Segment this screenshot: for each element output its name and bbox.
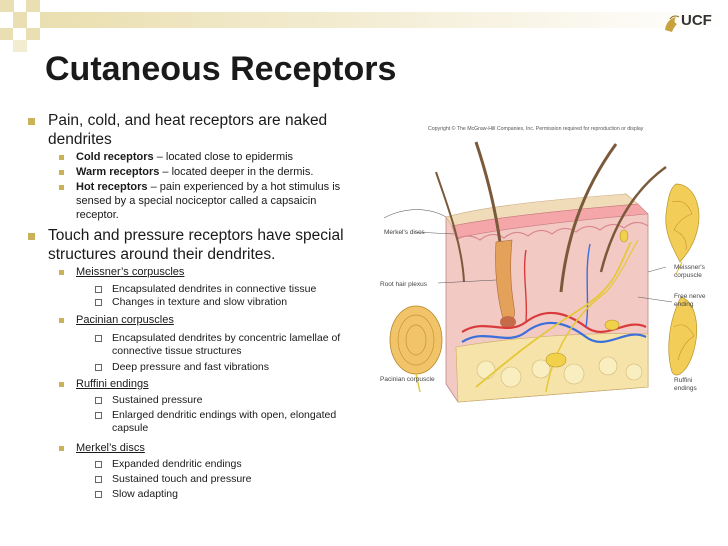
bullet-marker (59, 270, 64, 275)
bullet-level3: Slow adapting (112, 488, 178, 500)
bullet-level2: Meissner’s corpuscles (76, 266, 185, 278)
bullet-marker (95, 412, 102, 419)
bullet-level2: Warm receptors – located deeper in the d… (76, 165, 356, 179)
bullet-level2: Cold receptors – located close to epider… (76, 150, 356, 164)
bullet-marker (59, 170, 64, 175)
bullet-level1: Pain, cold, and heat receptors are naked… (48, 112, 328, 148)
page-title: Cutaneous Receptors (45, 50, 397, 88)
bullet-marker (95, 476, 102, 483)
bullet-marker (59, 446, 64, 451)
decor-square (26, 28, 40, 40)
label-ruffini-2: endings (674, 385, 698, 392)
bullet-level1: Touch and pressure receptors have specia… (48, 227, 344, 263)
term-description: – located deeper in the dermis. (159, 166, 314, 178)
bullet-marker (59, 155, 64, 160)
bullet-level2: Pacinian corpuscles (76, 314, 174, 326)
bullet-level2: Merkel’s discs (76, 442, 145, 454)
bullet-level3: Deep pressure and fast vibrations (112, 361, 270, 373)
bullet-marker (28, 233, 35, 240)
bullet-level3: Sustained pressure (112, 394, 203, 406)
bullet-level3: Changes in texture and slow vibration (112, 296, 288, 308)
term: Hot receptors (76, 181, 148, 193)
bullet-level3: Sustained touch and pressure (112, 473, 252, 485)
bullet-marker (59, 318, 64, 323)
label-meissner-1: Meissner's (674, 264, 706, 271)
label-merkel: Merkel's discs (384, 229, 425, 236)
bullet-level3: Expanded dendritic endings (112, 458, 242, 470)
bullet-level3: Enlarged dendritic endings with open, el… (112, 409, 337, 434)
term: Cold receptors (76, 151, 154, 163)
decor-square (13, 12, 27, 28)
decor-square (26, 0, 40, 12)
bullet-level3: Encapsulated dendrites by concentric lam… (112, 332, 341, 357)
label-meissner-2: corpuscle (674, 272, 702, 279)
label-root-hair-plexus: Root hair plexus (380, 281, 428, 288)
logo-text: UCF (681, 12, 712, 29)
bullet-level3: Encapsulated dendrites in connective tis… (112, 283, 317, 295)
bullet-marker (95, 299, 102, 306)
skin-receptors-illustration: Copyright © The McGraw-Hill Companies, I… (380, 125, 706, 403)
term-description: – pain experienced by a hot stimulus is … (76, 181, 341, 221)
bullet-marker (95, 335, 102, 342)
decor-square (13, 40, 27, 52)
header-gradient-bar (40, 12, 728, 28)
bullet-marker (95, 364, 102, 371)
decor-square (0, 28, 13, 40)
bullet-marker (95, 491, 102, 498)
bullet-marker (95, 286, 102, 293)
decor-square (0, 0, 14, 12)
bullet-marker (95, 461, 102, 468)
bullet-marker (28, 118, 35, 125)
label-pacinian: Pacinian corpuscle (380, 376, 435, 383)
bullet-marker (59, 185, 64, 190)
figure-copyright: Copyright © The McGraw-Hill Companies, I… (428, 125, 644, 132)
label-free-nerve-2: ending (674, 301, 694, 308)
bullet-marker (95, 397, 102, 404)
term: Warm receptors (76, 166, 160, 178)
bullet-level2: Hot receptors – pain experienced by a ho… (76, 180, 356, 222)
bullet-marker (59, 382, 64, 387)
term-description: – located close to epidermis (153, 151, 294, 163)
label-free-nerve-1: Free nerve (674, 293, 706, 300)
bullet-level2: Ruffini endings (76, 378, 149, 390)
label-ruffini-1: Ruffini (674, 377, 692, 384)
ucf-pegasus-icon (665, 15, 680, 32)
